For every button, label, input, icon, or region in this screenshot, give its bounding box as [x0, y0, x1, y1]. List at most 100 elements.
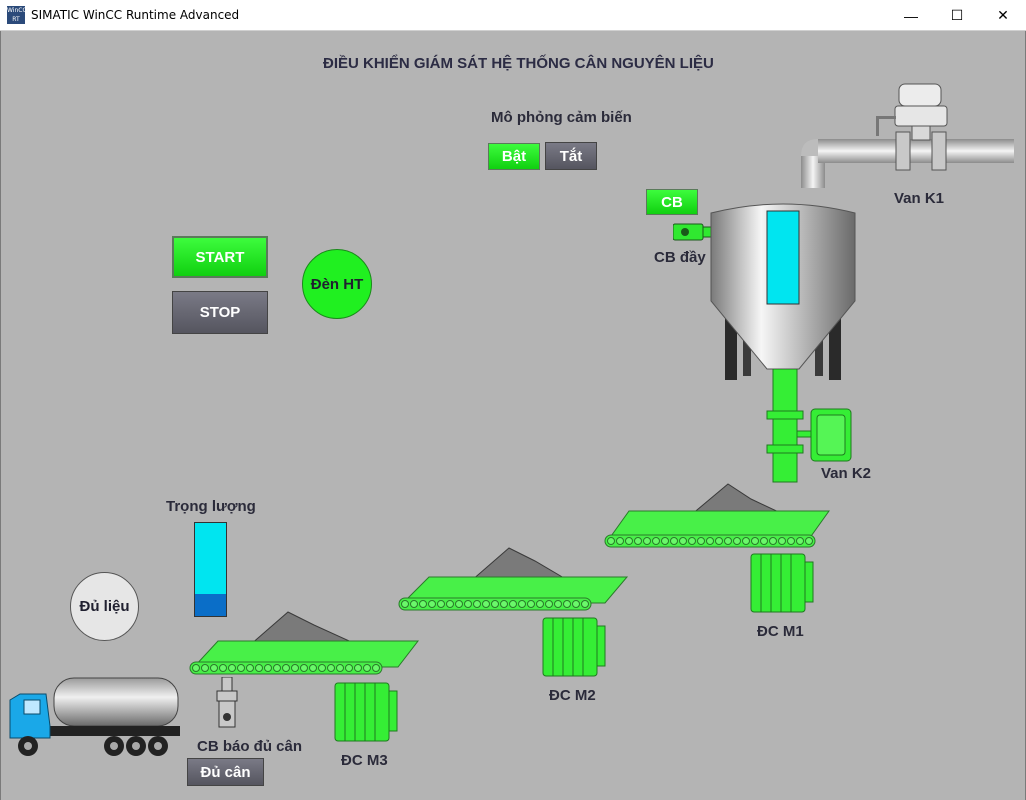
motor-m1	[750, 553, 814, 613]
conveyor-2	[398, 547, 629, 611]
conveyor-roller	[309, 664, 317, 672]
conveyor-roller	[679, 537, 687, 545]
conveyor-roller	[643, 537, 651, 545]
conveyor-roller	[336, 664, 344, 672]
conveyor-roller	[625, 537, 633, 545]
conveyor-roller	[697, 537, 705, 545]
conveyor-roller	[545, 600, 553, 608]
title-bar: WinCC RT SIMATIC WinCC Runtime Advanced …	[0, 0, 1026, 31]
conveyor-roller	[661, 537, 669, 545]
system-lamp-label: Đèn HT	[310, 275, 364, 293]
conveyor-roller	[500, 600, 508, 608]
conveyor-roller	[437, 600, 445, 608]
conveyor-roller	[751, 537, 759, 545]
conveyor-roller	[327, 664, 335, 672]
conveyor-roller	[518, 600, 526, 608]
conveyor-roller	[482, 600, 490, 608]
conveyor-3	[189, 611, 420, 675]
conveyor-roller	[581, 600, 589, 608]
conveyor-roller	[219, 664, 227, 672]
conveyor-roller	[354, 664, 362, 672]
start-button[interactable]: START	[172, 236, 268, 278]
conveyor-roller	[572, 600, 580, 608]
tanker-truck-icon	[9, 677, 180, 756]
hmi-screen: ĐIỀU KHIỂN GIÁM SÁT HỆ THỐNG CÂN NGUYÊN …	[0, 31, 1026, 800]
window-title: SIMATIC WinCC Runtime Advanced	[31, 8, 240, 22]
minimize-button[interactable]: —	[904, 7, 918, 24]
motor-m1-label: ĐC M1	[757, 623, 804, 640]
conveyor-roller	[688, 537, 696, 545]
tank-level-bar	[766, 210, 800, 305]
conveyor-roller	[760, 537, 768, 545]
conveyor-roller	[464, 600, 472, 608]
inlet-pipe-and-valve-k1	[801, 83, 1014, 188]
stop-button[interactable]: STOP	[172, 291, 268, 334]
maximize-button[interactable]: ☐	[950, 7, 964, 23]
conveyor-roller	[733, 537, 741, 545]
conveyor-roller	[237, 664, 245, 672]
conveyor-roller	[345, 664, 353, 672]
sensor-sim-label: Mô phỏng cảm biến	[491, 109, 632, 126]
valve-k2-label: Van K2	[821, 465, 872, 482]
conveyor-roller	[536, 600, 544, 608]
silo-tank	[710, 203, 856, 380]
scale-sensor-label: CB báo đủ cân	[197, 738, 303, 755]
enough-weight-button[interactable]: Đủ cân	[187, 758, 264, 786]
conveyor-roller	[455, 600, 463, 608]
system-lamp: Đèn HT	[302, 249, 372, 319]
conveyor-roller	[419, 600, 427, 608]
conveyor-roller	[616, 537, 624, 545]
conveyor-roller	[228, 664, 236, 672]
conveyor-roller	[670, 537, 678, 545]
conveyor-roller	[796, 537, 804, 545]
conveyor-roller	[769, 537, 777, 545]
cb-button[interactable]: CB	[646, 189, 698, 215]
motor-m3-label: ĐC M3	[341, 752, 388, 769]
conveyor-roller	[473, 600, 481, 608]
conveyor-roller	[509, 600, 517, 608]
conveyor-roller	[652, 537, 660, 545]
conveyor-roller	[778, 537, 786, 545]
conveyor-roller	[273, 664, 281, 672]
conveyor-roller	[264, 664, 272, 672]
conveyor-roller	[706, 537, 714, 545]
conveyor-roller	[634, 537, 642, 545]
conveyor-roller	[742, 537, 750, 545]
scale-sensor-icon	[216, 677, 238, 728]
sensor-off-button[interactable]: Tắt	[545, 142, 597, 170]
conveyor-roller	[805, 537, 813, 545]
conveyor-roller	[607, 537, 615, 545]
conveyor-roller	[363, 664, 371, 672]
conveyor-roller	[401, 600, 409, 608]
motor-m2	[542, 617, 606, 677]
cb-full-label: CB đầy	[654, 249, 706, 266]
conveyor-roller	[715, 537, 723, 545]
motor-m3	[334, 682, 398, 742]
conveyor-roller	[527, 600, 535, 608]
conveyor-roller	[563, 600, 571, 608]
conveyor-roller	[724, 537, 732, 545]
weight-bar-fill	[195, 593, 226, 616]
page-title: ĐIỀU KHIỂN GIÁM SÁT HỆ THỐNG CÂN NGUYÊN …	[323, 55, 714, 72]
wincc-app-icon: WinCC RT	[7, 6, 27, 24]
conveyor-roller	[787, 537, 795, 545]
conveyor-roller	[192, 664, 200, 672]
enough-material-lamp: Đủ liệu	[70, 572, 139, 641]
conveyor-1	[604, 483, 830, 548]
motor-m2-label: ĐC M2	[549, 687, 596, 704]
conveyor-roller	[255, 664, 263, 672]
conveyor-roller	[554, 600, 562, 608]
close-button[interactable]: ✕	[997, 7, 1009, 23]
conveyor-roller	[428, 600, 436, 608]
conveyor-roller	[491, 600, 499, 608]
conveyor-roller	[410, 600, 418, 608]
sensor-on-button[interactable]: Bật	[488, 143, 540, 170]
conveyor-roller	[201, 664, 209, 672]
weight-bar	[194, 522, 227, 617]
enough-material-label: Đủ liệu	[79, 598, 130, 615]
outlet-pipe-and-valve-k2	[766, 369, 852, 483]
valve-k1-label: Van K1	[894, 190, 945, 207]
conveyor-roller	[210, 664, 218, 672]
conveyor-roller	[372, 664, 380, 672]
conveyor-roller	[246, 664, 254, 672]
